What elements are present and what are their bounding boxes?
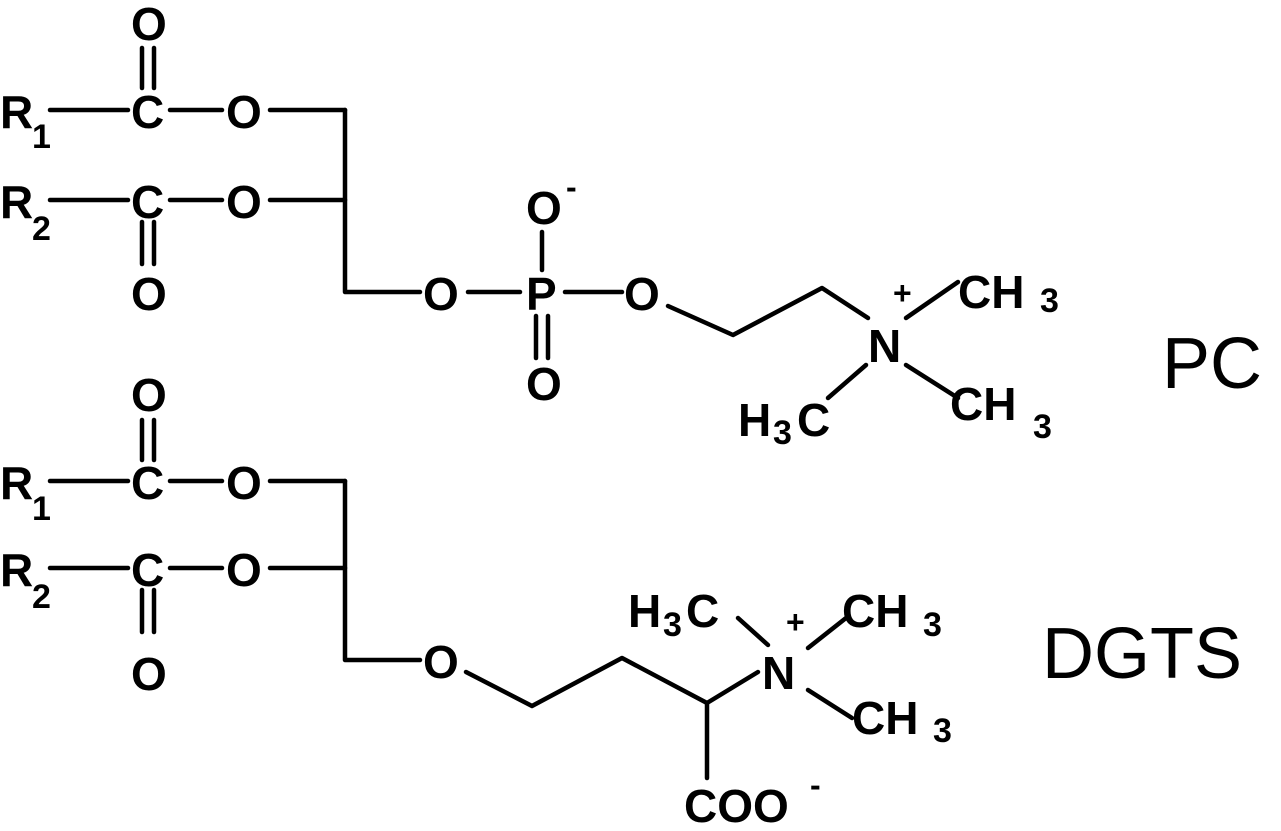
dgts-r1-atom: R: [0, 457, 33, 509]
pc-phosphate-ester-oxygen-1: O: [423, 268, 459, 320]
dgts-carbonyl-oxygen-2: O: [131, 648, 167, 700]
dgts-methyl-1-h: H: [628, 585, 661, 637]
dgts-carbonyl-carbon-2: C: [131, 544, 164, 596]
pc-bonds: [47, 45, 961, 401]
pc-phosphorus: P: [526, 268, 557, 320]
pc-methyl-3-c: C: [797, 394, 830, 446]
pc-phosphate-oxygen-anion: O: [526, 182, 562, 234]
dgts-r1-subscript: 1: [32, 490, 51, 528]
dgts-methyl-2-ch: CH: [842, 585, 908, 637]
dgts-r2-atom: R: [0, 544, 33, 596]
pc-nitrogen: N: [868, 320, 901, 372]
pc-phosphate-ester-oxygen-2: O: [624, 268, 660, 320]
pc-methyl-1-ch: CH: [958, 266, 1024, 318]
pc-oxygen-negative-charge: -: [566, 169, 577, 205]
dgts-atoms: R 1 C O O R 2 C O O O N + H 3 C CH 3 CH: [0, 369, 952, 831]
pc-methyl-3-h: H: [738, 394, 771, 446]
dgts-structure: R 1 C O O R 2 C O O O N + H 3 C CH 3 CH: [0, 369, 1242, 831]
dgts-ester-oxygen-1: O: [226, 457, 262, 509]
dgts-methyl-1-c: C: [686, 585, 719, 637]
pc-name-label: PC: [1162, 324, 1262, 404]
dgts-bonds: [47, 417, 855, 781]
pc-methyl-2-ch: CH: [950, 378, 1016, 430]
dgts-r2-subscript: 2: [32, 578, 51, 616]
pc-r1-atom: R: [0, 86, 33, 138]
pc-phosphoryl-oxygen: O: [526, 358, 562, 410]
pc-r1-subscript: 1: [32, 118, 51, 156]
pc-nitrogen-positive-charge: +: [893, 275, 912, 311]
pc-r2-atom: R: [0, 176, 33, 228]
pc-ester-oxygen-2: O: [226, 176, 262, 228]
dgts-methyl-1-subscript: 3: [663, 606, 682, 644]
pc-methyl-2-subscript: 3: [1033, 408, 1052, 446]
dgts-methyl-3-subscript: 3: [933, 712, 952, 750]
dgts-methyl-2-subscript: 3: [923, 606, 942, 644]
pc-ester-oxygen-1: O: [226, 86, 262, 138]
dgts-name-label: DGTS: [1042, 614, 1242, 694]
dgts-nitrogen-positive-charge: +: [786, 604, 805, 640]
dgts-methyl-3-ch: CH: [852, 692, 918, 744]
pc-carbonyl-oxygen-2: O: [131, 268, 167, 320]
pc-atoms: R 1 C O O R 2 C O O O P O - O: [0, 0, 1059, 452]
dgts-ether-oxygen: O: [423, 636, 459, 688]
dgts-carbonyl-carbon-1: C: [131, 457, 164, 509]
dgts-carbonyl-oxygen-1: O: [131, 369, 167, 421]
pc-r2-subscript: 2: [32, 210, 51, 248]
dgts-ester-oxygen-2: O: [226, 544, 262, 596]
pc-methyl-1-subscript: 3: [1040, 282, 1059, 320]
pc-methyl-3-subscript: 3: [773, 414, 792, 452]
pc-carbonyl-carbon-2: C: [131, 176, 164, 228]
pc-carbonyl-carbon-1: C: [131, 86, 164, 138]
dgts-carboxylate: COO: [684, 780, 789, 831]
dgts-nitrogen: N: [762, 647, 795, 699]
dgts-carboxylate-negative-charge: -: [810, 767, 821, 803]
pc-structure: R 1 C O O R 2 C O O O P O - O: [0, 0, 1262, 452]
pc-carbonyl-oxygen-1: O: [131, 0, 167, 50]
